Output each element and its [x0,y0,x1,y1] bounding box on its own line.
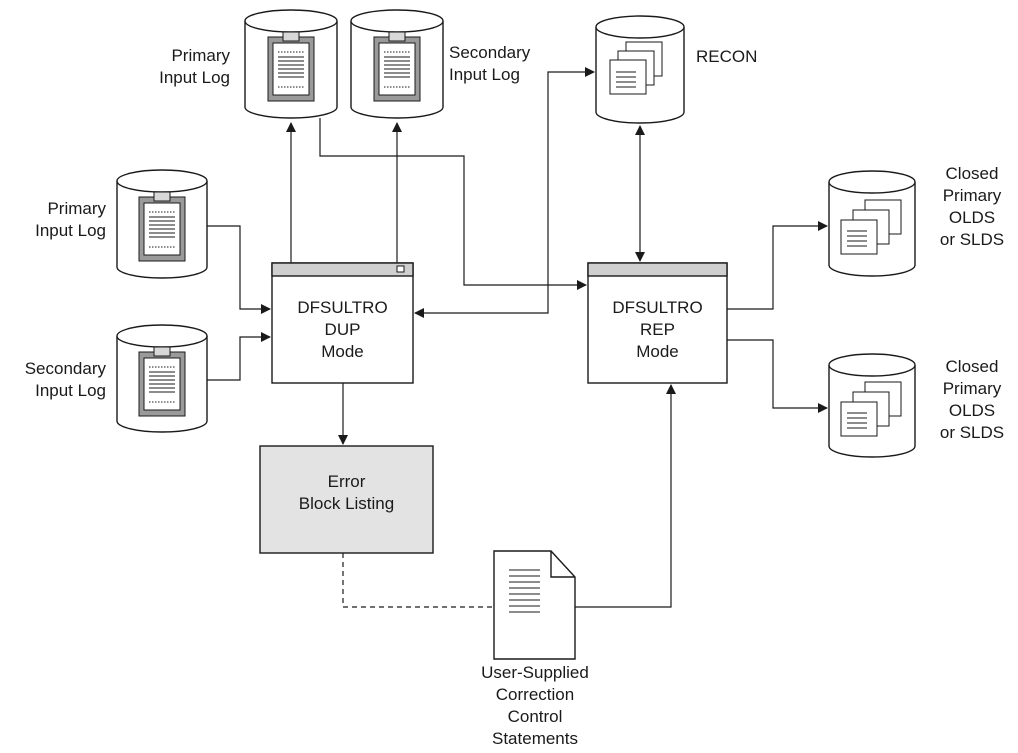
label-dup-box: DFSULTRO DUP Mode [297,298,388,361]
clipboard-icon [138,346,186,417]
arrow-rep-to-output-1 [727,221,828,310]
cylinder-secondary-input-log-left [116,324,208,433]
label-primary-input-log-left: Primary Input Log [35,199,106,240]
clipboard-icon [373,31,421,102]
label-error-listing: Error Block Listing [298,472,395,513]
arrow-left-secondary-to-dup [207,332,271,381]
cylinder-primary-input-log-top [244,9,338,119]
cylinder-closed-output-2 [828,353,916,458]
window-control-icon [396,265,405,273]
label-secondary-input-log-left: Secondary Input Log [24,359,106,400]
label-rep-box: DFSULTRO REP Mode [612,298,703,361]
label-primary-input-log-top: Primary Input Log [159,46,230,87]
stacked-documents-icon [840,381,902,437]
label-recon: RECON [696,47,758,66]
cylinder-recon [595,15,685,124]
cylinder-closed-output-1 [828,170,916,277]
label-closed-output-1: Closed Primary OLDS or SLDS [939,164,1005,249]
process-box-dup [271,262,414,384]
cylinder-secondary-input-log-top [350,9,444,119]
cylinder-primary-input-log-left [116,169,208,279]
arrow-recon-dup [414,67,595,318]
process-box-rep [587,262,728,384]
dashed-line-error-to-document [342,553,494,608]
clipboard-icon [267,31,315,102]
arrow-rep-to-output-2 [727,339,828,413]
label-user-supplied: User-Supplied Correction Control Stateme… [481,663,589,748]
label-secondary-input-log-top: Secondary Input Log [449,43,531,84]
stacked-documents-icon [609,41,663,95]
label-closed-output-2: Closed Primary OLDS or SLDS [939,357,1005,442]
clipboard-icon [138,191,186,262]
document-icon [493,550,576,660]
arrow-left-primary-to-dup [207,225,271,314]
arrow-document-to-rep [575,384,676,608]
arrow-primary-log-to-rep [319,118,587,290]
stacked-documents-icon [840,199,902,255]
error-listing-box [259,445,434,554]
